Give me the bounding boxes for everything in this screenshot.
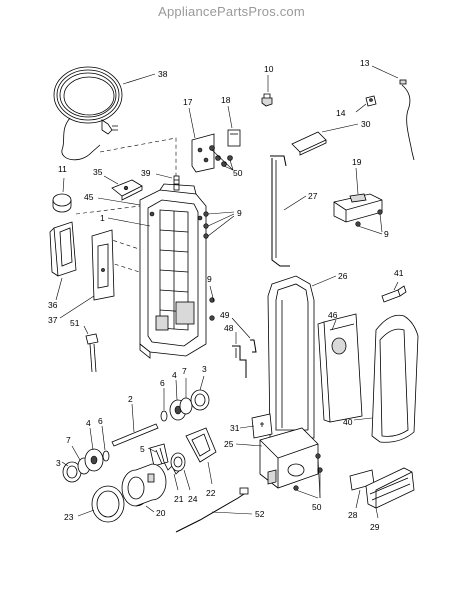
callout-20: 20 (156, 508, 166, 518)
callout-10: 10 (264, 64, 274, 74)
callout-50-lower: 50 (312, 502, 322, 512)
part-41-clip[interactable] (381, 285, 407, 303)
callout-46: 46 (328, 310, 338, 320)
callout-22: 22 (206, 488, 216, 498)
callout-19: 19 (352, 157, 362, 167)
callout-9-mid: 9 (207, 274, 212, 284)
callout-38: 38 (158, 69, 168, 79)
callout-9-right: 9 (384, 229, 389, 239)
part-6-washer-upper[interactable] (160, 410, 168, 422)
part-6-washer-lower[interactable] (102, 450, 110, 462)
callout-21: 21 (174, 494, 184, 504)
part-30-pad[interactable] (291, 131, 327, 156)
part-9-screws-upper[interactable] (203, 211, 209, 239)
part-31-label[interactable] (251, 413, 273, 439)
callout-49: 49 (220, 310, 230, 320)
callout-30: 30 (361, 119, 371, 129)
part-38-power-cord[interactable] (53, 66, 123, 161)
callout-39: 39 (141, 168, 151, 178)
watermark: AppliancePartsPros.com (158, 4, 305, 19)
part-52-wire[interactable] (175, 487, 249, 533)
callout-18: 18 (221, 95, 231, 105)
callout-17: 17 (183, 97, 193, 107)
callout-50-upper: 50 (233, 168, 243, 178)
callout-5: 5 (140, 444, 145, 454)
part-37-cover[interactable] (91, 229, 115, 301)
part-39-screw[interactable] (173, 175, 180, 191)
callout-7-upper: 7 (182, 366, 187, 376)
part-2-shaft[interactable] (111, 423, 159, 447)
part-18-switch[interactable] (227, 129, 241, 147)
part-17-bracket[interactable] (191, 133, 215, 173)
callout-7-lower: 7 (66, 435, 71, 445)
part-13-wire[interactable] (399, 79, 415, 161)
callout-41: 41 (394, 268, 404, 278)
part-3-wheel-upper[interactable] (190, 389, 210, 411)
part-51-clip[interactable] (85, 333, 99, 373)
callout-31: 31 (230, 423, 240, 433)
part-4-gear-lower[interactable] (84, 448, 104, 472)
callout-14: 14 (336, 108, 346, 118)
part-35-handle-bracket[interactable] (111, 179, 143, 201)
callout-36: 36 (48, 300, 58, 310)
part-5-fan[interactable] (149, 443, 169, 467)
callout-25: 25 (224, 439, 234, 449)
part-29-bumper[interactable] (365, 467, 415, 509)
callout-23: 23 (64, 512, 74, 522)
part-10-clip[interactable] (261, 93, 273, 107)
callout-52: 52 (255, 509, 265, 519)
part-49-pin[interactable] (250, 339, 257, 353)
part-36-cord-hook[interactable] (49, 221, 77, 277)
callout-27: 27 (308, 191, 318, 201)
part-20-motor[interactable] (121, 463, 167, 507)
callout-4-upper: 4 (172, 370, 177, 380)
part-14-knob[interactable] (365, 95, 377, 107)
part-11-cap[interactable] (52, 193, 72, 213)
callout-29: 29 (370, 522, 380, 532)
callout-6-lower: 6 (98, 416, 103, 426)
part-26-frame[interactable] (267, 275, 315, 439)
part-48-rod[interactable] (232, 345, 247, 378)
callout-4-lower: 4 (86, 418, 91, 428)
callout-24: 24 (188, 494, 198, 504)
callout-11: 11 (58, 164, 67, 174)
callout-48: 48 (224, 323, 234, 333)
callout-1: 1 (100, 213, 105, 223)
callout-6-upper: 6 (160, 378, 165, 388)
part-27-wire[interactable] (270, 155, 290, 267)
callout-9-upper: 9 (237, 208, 242, 218)
part-40-bag-door[interactable] (371, 314, 419, 443)
callout-3-lower: 3 (56, 458, 61, 468)
part-22-belt-guard[interactable] (185, 427, 217, 463)
callout-2: 2 (128, 394, 133, 404)
callout-28: 28 (348, 510, 358, 520)
part-25-base-assembly[interactable] (259, 427, 319, 489)
callout-13: 13 (360, 58, 370, 68)
callout-3-upper: 3 (202, 364, 207, 374)
part-24-ring[interactable] (170, 452, 186, 472)
callout-45: 45 (84, 192, 94, 202)
part-1-main-housing[interactable] (139, 183, 207, 359)
callout-51: 51 (70, 318, 80, 328)
callout-26: 26 (338, 271, 348, 281)
callout-37: 37 (48, 315, 58, 325)
part-19-hook-assembly[interactable] (333, 193, 383, 223)
part-7-bearing-upper[interactable] (179, 397, 193, 415)
part-23-gasket[interactable] (91, 485, 125, 523)
callout-35: 35 (93, 167, 103, 177)
part-46-bag[interactable] (317, 313, 363, 423)
callout-40: 40 (343, 417, 353, 427)
